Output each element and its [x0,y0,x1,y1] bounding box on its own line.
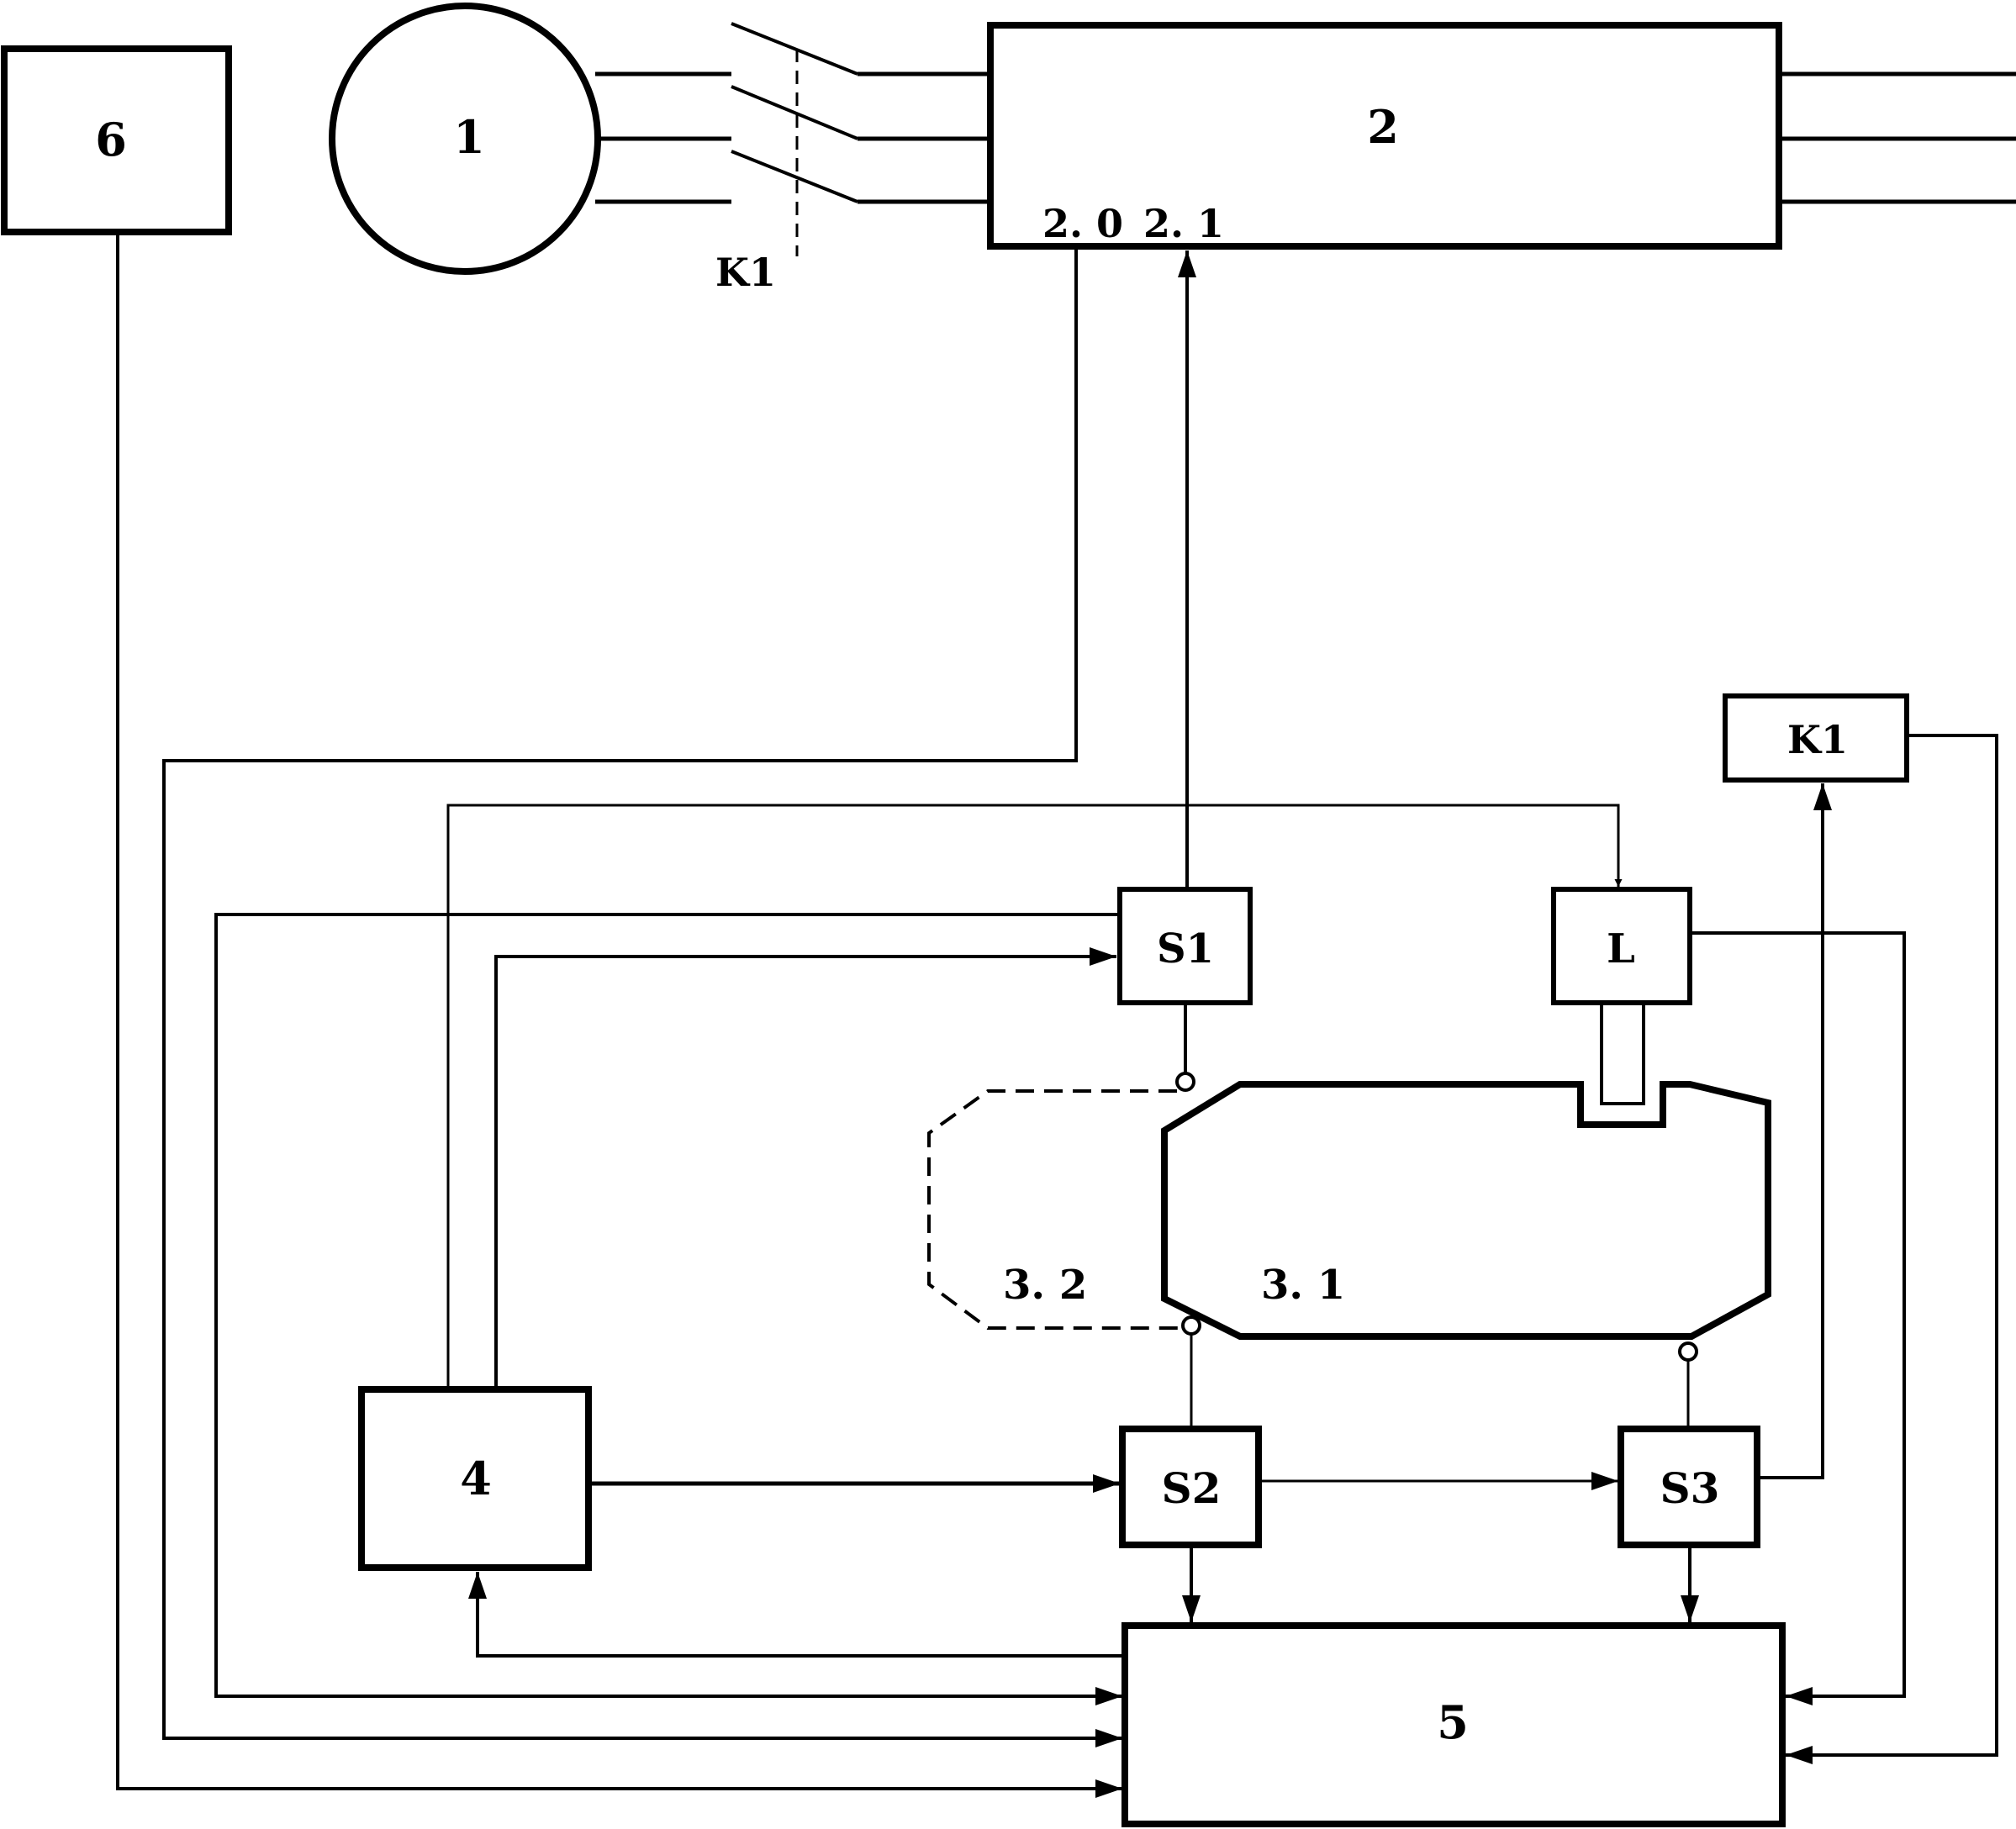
wire-lock-to-5 [1690,931,1906,1705]
port-2-0-label: 2. 0 [1042,201,1123,246]
lid-closed-container: 3. 1 [1161,1081,1771,1340]
lid-open-label: 3. 2 [1003,1262,1087,1309]
relay-k1-label: K1 [1787,717,1848,762]
sensor-s2: S2 [1119,1426,1262,1548]
port-2-1-label: 2. 1 [1143,201,1224,246]
switch-k1-label: K1 [715,250,776,295]
block-2-output-lines [1779,71,2016,204]
sensor-s3-label: S3 [1660,1463,1720,1513]
wire-s1-to-5 [214,913,1122,1705]
wire-5-to-4 [468,1572,1125,1658]
sensor-s2-label: S2 [1162,1463,1222,1513]
block-6-label: 6 [95,113,127,166]
contact-points [1175,1072,1698,1362]
block-4: 4 [358,1386,592,1571]
wiring [116,232,1998,1798]
wire-4-to-lock [446,804,1623,1389]
sensor-s3: S3 [1618,1426,1760,1548]
switch-k1: K1 [595,22,990,295]
lock-l: L [1551,887,1692,1105]
motor-label: 1 [453,110,485,164]
sensor-s1: S1 [1117,887,1253,1005]
wire-s3-to-k1 [1757,783,1832,1479]
wire-4-to-s1 [494,947,1116,1389]
block-2-label: 2 [1367,100,1399,154]
block-5: 5 [1121,1622,1786,1827]
relay-k1: K1 [1723,693,1909,783]
block-2: 2 2. 0 2. 1 [987,22,1782,250]
block-6: 6 [1,45,232,235]
wire-2-0-to-5 [162,246,1122,1747]
lid-open-position: 3. 2 [927,1089,1185,1330]
block-5-label: 5 [1437,1695,1469,1749]
lock-l-label: L [1607,925,1635,972]
wire-k1-to-5 [1786,734,1998,1764]
block-4-label: 4 [460,1452,492,1505]
motor-1: 1 [329,3,601,275]
wire-6-to-5 [116,232,1122,1798]
lid-closed-label: 3. 1 [1261,1262,1345,1309]
sensor-s1-label: S1 [1157,925,1214,972]
